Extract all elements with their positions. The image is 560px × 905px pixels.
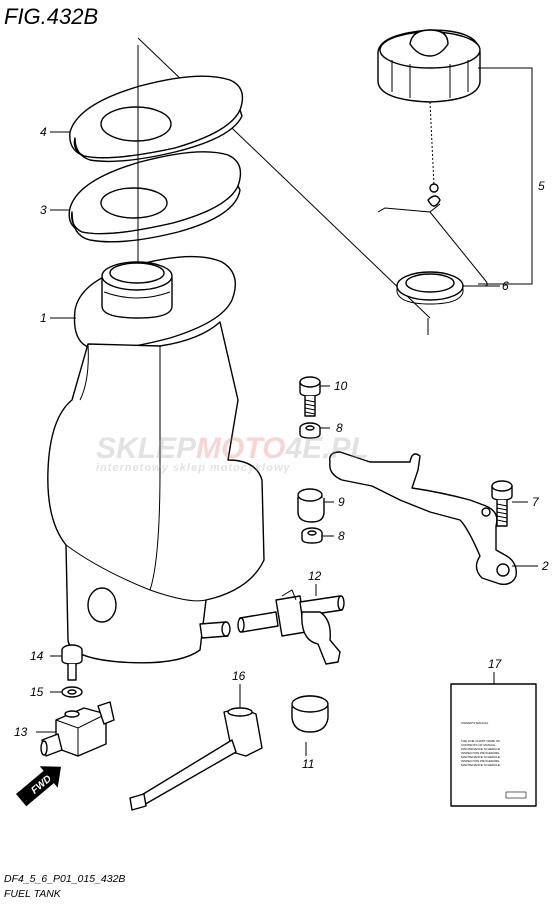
diagram-name: FUEL TANK [4,888,62,900]
fuel-cap [377,29,488,287]
callout-8-upper: 8 [336,421,343,435]
callout-5: 5 [538,179,545,193]
diagram-code: DF4_5_6_P01_015_432B [4,873,125,885]
fuel-cock [237,589,345,665]
fuel-tank [47,255,265,664]
manual-line-8: MAINTENANCE SCHEDULE [461,763,500,767]
callout-10: 10 [334,379,348,393]
manual-line-2: THE LINE CHART NAME OF [461,739,500,743]
manual-line-4: MAINTENANCE SCHEDULE [461,747,500,751]
watermark-brand-2: MOTO [196,432,285,465]
callout-2: 2 [541,559,549,573]
callout-17: 17 [488,657,503,671]
screw-left [61,644,83,681]
owners-manual: OWNER'S MANUAL THE LINE CHART NAME OF CO… [450,683,537,807]
svg-text:SKLEPMOTO4E.PL: SKLEPMOTO4E.PL [96,432,369,465]
gasket-top [69,75,244,163]
callout-16: 16 [232,669,246,683]
rubber-mount [297,488,325,523]
callout-8-lower: 8 [338,529,345,543]
manual-line-6: MAINTENANCE SCHEDULE [461,755,500,759]
callout-6: 6 [502,279,509,293]
manual-line-1: OWNER'S MANUAL [461,721,489,725]
watermark-brand-4: .PL [322,432,369,465]
manual-line-7: INSPECTION PROCEDURE [461,759,499,763]
watermark-tagline: internetowy sklep motocyklowy [96,462,291,474]
cap-seal [396,271,464,305]
callout-14: 14 [30,649,44,663]
watermark: SKLEPMOTO4E.PL internetowy sklep motocyk… [96,432,369,474]
watermark-brand-3: 4E [284,432,323,465]
figure-title: FIG.432B [4,4,98,29]
callout-4: 4 [40,125,47,139]
callout-15: 15 [30,685,44,699]
washer-left [61,686,83,698]
callout-13: 13 [14,725,28,739]
bracket-5-6 [478,67,533,285]
fwd-arrow: FWD [16,766,61,807]
manual-line-3: CONTENTS OF MANUAL [461,743,496,747]
callout-1: 1 [40,311,47,325]
callout-12: 12 [308,569,322,583]
washer-lower [301,527,323,544]
fuel-gauge [129,707,263,811]
callout-9: 9 [338,495,345,509]
callout-11: 11 [302,757,314,771]
fuel-fitting [40,701,115,757]
callout-7: 7 [532,495,540,509]
gasket-middle [68,151,242,243]
manual-line-5: INSPECTION PROCEDURE [461,751,499,755]
watermark-brand-1: SKLEP [96,432,197,465]
bolt-right [491,480,513,527]
callout-3: 3 [40,203,47,217]
bolt-upper [299,376,321,417]
leader-lines [36,131,538,756]
rubber-cap [291,695,329,733]
mounting-bracket [329,451,517,586]
